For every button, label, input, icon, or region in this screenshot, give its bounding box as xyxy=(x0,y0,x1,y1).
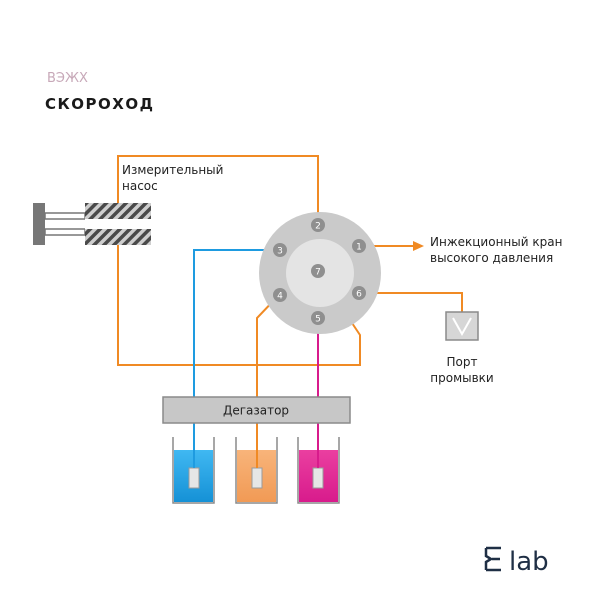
wash-port xyxy=(445,311,479,341)
elab-logo-mark-icon xyxy=(484,546,501,572)
valve-port-7: 7 xyxy=(311,264,325,278)
valve-port-1: 1 xyxy=(352,239,366,253)
elab-logo-text: lab xyxy=(509,547,549,577)
wash-port-label-line1: Порт xyxy=(447,355,478,369)
valve-port-3: 3 xyxy=(273,243,287,257)
valve-port-5: 5 xyxy=(311,311,325,325)
injector-label-line2: высокого давления xyxy=(430,251,553,265)
pump-rod-end xyxy=(33,203,45,245)
pump-label-line1: Измерительный xyxy=(122,163,223,177)
degasser-label: Дегазатор xyxy=(223,404,289,418)
arrow-right-icon xyxy=(413,241,424,251)
elab-logo: lab xyxy=(484,546,549,577)
valve-port-4: 4 xyxy=(273,288,287,302)
pump-cylinder-top xyxy=(85,203,151,219)
header-label: ВЭЖХ xyxy=(47,71,88,86)
degasser-box xyxy=(162,396,351,424)
orange-line-port6-wash xyxy=(360,292,463,312)
metering-pump xyxy=(33,203,151,245)
svg-text:5: 5 xyxy=(315,315,321,325)
pump-label-line2: насос xyxy=(122,179,158,193)
reservoir-orange xyxy=(235,437,278,504)
wash-port-funnel-icon xyxy=(452,317,472,337)
svg-text:1: 1 xyxy=(356,243,362,253)
orange-line-pump-to-port2 xyxy=(117,155,319,224)
valve-port-2: 2 xyxy=(311,218,325,232)
injector-label-line1: Инжекционный кран xyxy=(430,235,562,249)
reservoir-magenta-filter xyxy=(312,467,324,489)
wash-port-label-line2: промывки xyxy=(430,371,493,385)
reservoir-blue xyxy=(172,437,215,504)
pump-piston-bottom xyxy=(44,228,86,236)
valve-port-6: 6 xyxy=(352,286,366,300)
svg-text:3: 3 xyxy=(277,247,283,257)
skorohod-logotype: СКОРОХОД xyxy=(45,95,154,113)
injection-valve: 1 2 3 4 5 6 7 xyxy=(259,212,381,334)
pump-bore xyxy=(85,219,151,229)
pump-piston-top xyxy=(44,212,86,220)
header-subtitle: СКОРОХОД xyxy=(45,95,154,113)
reservoir-blue-filter xyxy=(188,467,200,489)
svg-text:4: 4 xyxy=(277,292,283,302)
pump-cylinder-bottom xyxy=(85,229,151,245)
reservoir-orange-filter xyxy=(251,467,263,489)
reservoir-magenta xyxy=(297,437,340,504)
svg-text:7: 7 xyxy=(315,268,321,278)
svg-text:6: 6 xyxy=(356,290,362,300)
svg-text:2: 2 xyxy=(315,222,321,232)
